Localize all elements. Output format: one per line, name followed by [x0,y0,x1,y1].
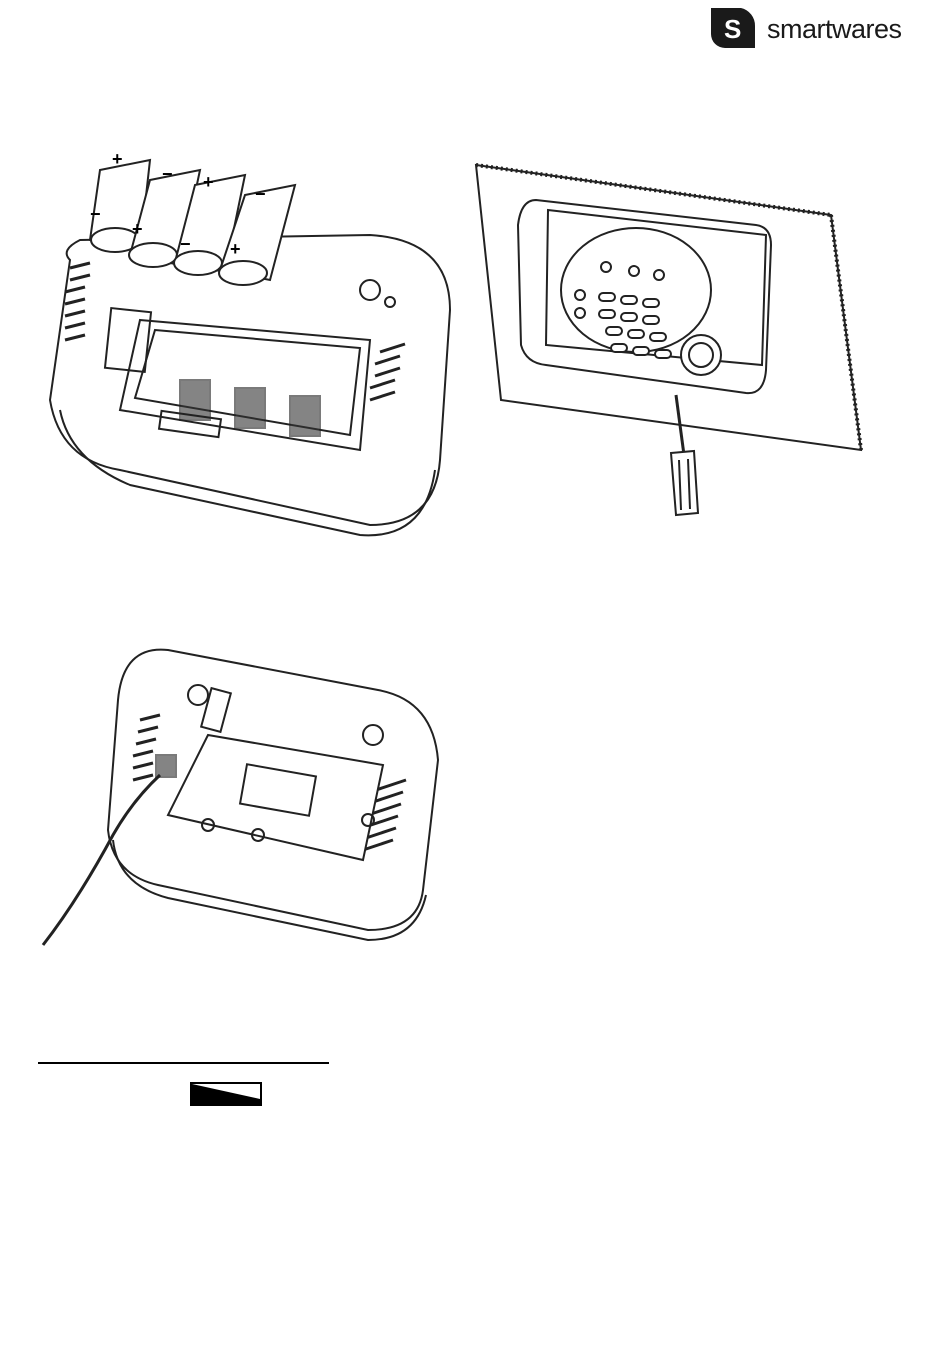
svg-text:−: − [90,204,101,224]
svg-text:+: + [112,149,123,169]
svg-text:+: + [132,219,143,239]
battery-low-icon [190,1082,266,1106]
battery-insertion-illustration: + − + − + − + − [40,140,470,540]
section-divider [38,1062,329,1064]
svg-text:+: + [203,172,214,192]
svg-text:−: − [255,184,266,204]
svg-text:−: − [180,234,191,254]
brand-logo: S smartwares [707,4,927,52]
back-panel-cable-illustration [38,640,448,955]
svg-text:S: S [724,14,741,44]
wall-mounting-illustration [466,155,876,520]
svg-text:+: + [230,239,241,259]
brand-name: smartwares [767,14,902,45]
svg-text:−: − [162,164,173,184]
s-logo-icon: S [707,4,759,52]
